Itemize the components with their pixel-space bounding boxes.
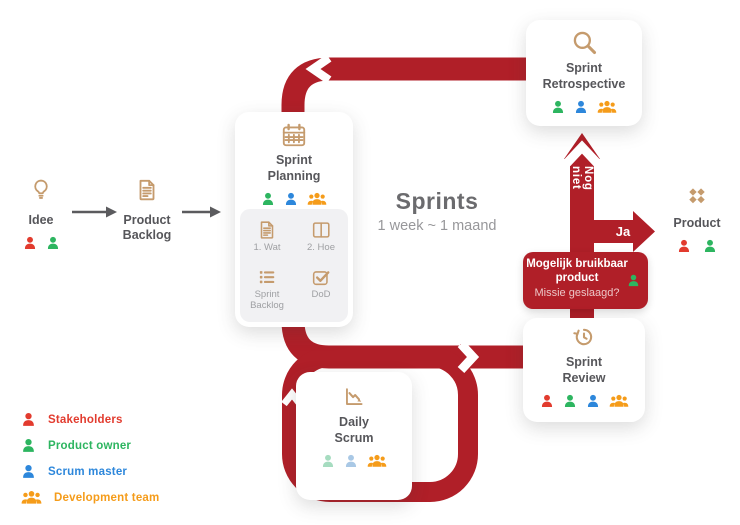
idea-step: Idee (10, 176, 72, 251)
person-icon (22, 235, 38, 251)
hoe-label: 2. Hoe (307, 242, 335, 254)
product-attendees (664, 238, 730, 254)
list-icon (259, 271, 275, 284)
legend-item: Product owner (20, 437, 159, 454)
yes-branch-label: Ja (615, 224, 631, 239)
product-backlog-label: Product Backlog (122, 213, 172, 242)
person-icon (573, 99, 589, 115)
person-icon (20, 463, 37, 480)
sprints-center: Sprints 1 week ~ 1 maand (357, 188, 517, 234)
product-backlog-step: Product Backlog (111, 176, 183, 243)
legend-label: Scrum master (48, 465, 128, 478)
person-icon (20, 411, 37, 428)
decision-attendees (626, 273, 641, 288)
group-icon (596, 99, 618, 115)
person-icon (702, 238, 718, 254)
person-icon (283, 191, 299, 207)
person-icon (676, 238, 692, 254)
person-icon (626, 273, 641, 288)
group-icon (608, 393, 630, 409)
sprint-backlog-label: Sprint Backlog (250, 289, 284, 311)
sprint-planning-title: Sprint Planning (267, 153, 321, 183)
person-icon (562, 393, 578, 409)
person-icon (320, 453, 336, 469)
no-branch-label: Nog niet (570, 166, 594, 191)
dod-label: DoD (311, 289, 331, 301)
product-label: Product (673, 216, 721, 230)
person-icon (260, 191, 276, 207)
idea-label: Idee (28, 213, 54, 227)
legend-label: Stakeholders (48, 413, 123, 426)
sprints-title: Sprints (395, 188, 479, 214)
daily-scrum-title: Daily Scrum (334, 415, 374, 445)
calendar-icon (282, 123, 306, 147)
sprint-retrospective-attendees (550, 99, 618, 115)
wat-label: 1. Wat (253, 242, 281, 254)
history-icon (573, 328, 593, 346)
legend-item: Development team (20, 489, 159, 506)
hoe-item: 2. Hoe (294, 219, 348, 254)
magnifier-icon (573, 31, 597, 55)
person-icon (585, 393, 601, 409)
sprint-review-attendees (539, 393, 630, 409)
yes-branch-arrow (582, 211, 655, 252)
decision-box: Mogelijk bruikbaar product Missie geslaa… (523, 252, 648, 309)
sprint-backlog-item: Sprint Backlog (240, 266, 294, 312)
columns-icon (312, 222, 330, 238)
sprint-planning-card: Sprint Planning 1. Wat 2. Hoe (235, 112, 353, 327)
group-icon (306, 191, 328, 207)
idea-attendees (10, 235, 72, 251)
decision-question: Missie geslaagd? (534, 287, 620, 300)
dod-item: DoD (294, 266, 348, 312)
person-icon (45, 235, 61, 251)
group-icon (20, 489, 43, 506)
sprint-review-title: Sprint Review (562, 355, 606, 385)
sprint-retrospective-title: Sprint Retrospective (542, 61, 626, 91)
sprint-retrospective-card: Sprint Retrospective (526, 20, 642, 126)
group-icon (366, 453, 388, 469)
lightbulb-icon (34, 179, 48, 199)
sprints-duration: 1 week ~ 1 maand (377, 218, 497, 234)
sprint-planning-details: 1. Wat 2. Hoe Sprint Backlog (240, 209, 348, 322)
person-icon (539, 393, 555, 409)
legend-item: Stakeholders (20, 411, 159, 428)
sprint-review-card: Sprint Review (523, 318, 645, 422)
dropbox-icon (689, 188, 705, 204)
product-step: Product (664, 186, 730, 254)
document-icon (260, 221, 274, 239)
check-icon (312, 271, 330, 286)
burndown-chart-icon (346, 388, 363, 405)
document-icon (139, 179, 155, 201)
sprint-planning-attendees (260, 191, 328, 207)
person-icon (343, 453, 359, 469)
daily-scrum-attendees (320, 453, 388, 469)
legend-label: Development team (54, 491, 160, 504)
wat-item: 1. Wat (240, 219, 294, 254)
daily-scrum-card: Daily Scrum (296, 372, 412, 500)
legend-item: Scrum master (20, 463, 159, 480)
decision-title: Mogelijk bruikbaar product (526, 258, 628, 284)
person-icon (550, 99, 566, 115)
person-icon (20, 437, 37, 454)
legend-label: Product owner (48, 439, 132, 452)
